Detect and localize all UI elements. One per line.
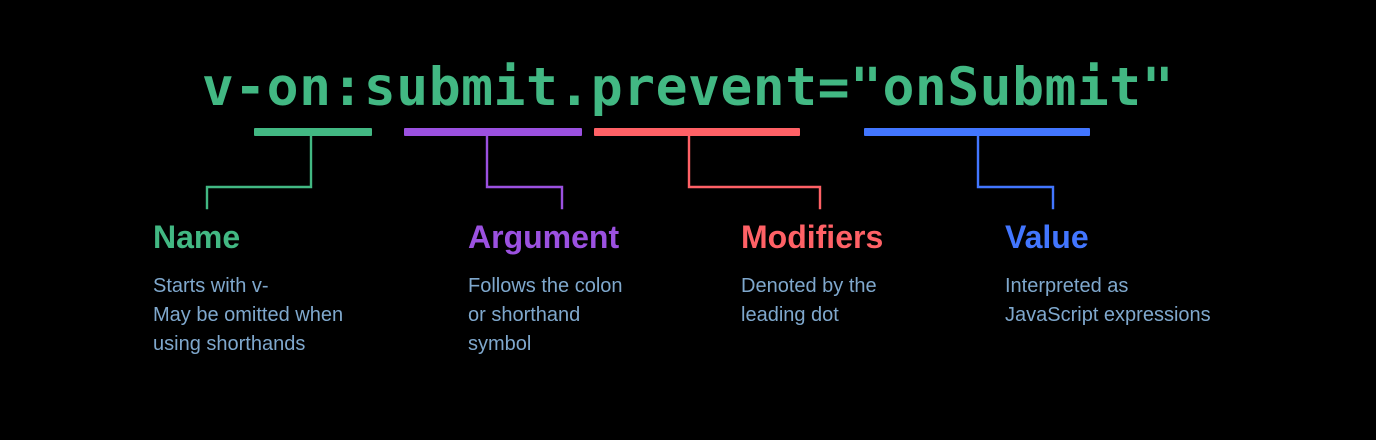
value-description: Interpreted as JavaScript expressions [1005,275,1211,326]
argument-title: Argument [468,219,620,255]
directive-code-expression: v-on:submit.prevent="onSubmit" [201,57,1175,118]
name-connector [205,134,313,210]
underline-bars [254,128,1090,136]
argument-connector [485,134,564,210]
elbow-connectors [205,134,1055,210]
modifiers-description: Denoted by the leading dot [741,275,877,326]
value-connector [976,134,1055,210]
modifiers-connector [687,134,822,210]
modifiers-underline [594,128,800,136]
modifiers-title: Modifiers [741,219,884,255]
argument-underline [404,128,582,136]
name-title: Name [153,219,241,255]
name-description: Starts with v- May be omitted when using… [153,275,344,355]
value-title: Value [1005,219,1089,255]
name-underline [254,128,372,136]
value-underline [864,128,1090,136]
argument-description: Follows the colon or shorthand symbol [468,275,623,355]
